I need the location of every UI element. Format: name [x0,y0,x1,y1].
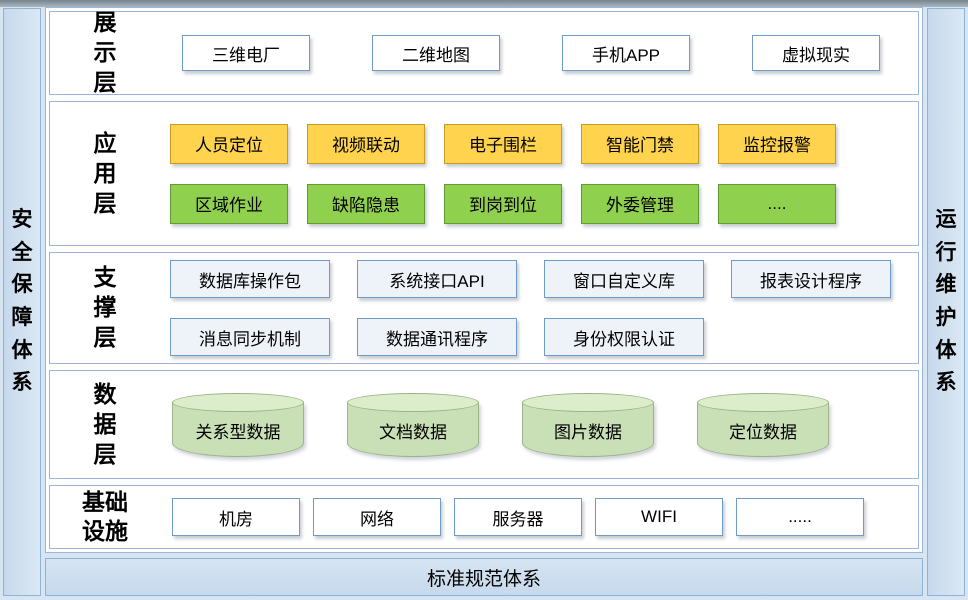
database-cylinder: 定位数据 [697,392,829,457]
presentation-item: 虚拟现实 [752,35,880,71]
infrastructure-item: 机房 [172,498,300,537]
cylinder-top [347,392,479,412]
database-cylinder: 文档数据 [347,392,479,457]
support-item: 数据通讯程序 [357,318,517,357]
infrastructure-item: 服务器 [454,498,582,537]
database-cylinder-label: 定位数据 [729,423,797,443]
data-layer-label-area: 数据层 [50,371,160,478]
infrastructure-layer-label: 基础设施 [82,489,128,545]
cylinder-top [522,392,654,412]
presentation-item: 手机APP [562,35,690,71]
application-item: 智能门禁 [581,123,699,164]
cylinder-top [172,392,304,412]
right-pillar-label: 运行维护体系 [935,208,957,395]
infrastructure-item: ..... [736,498,864,537]
infrastructure-row: 机房 网络 服务器 WIFI ..... [160,498,894,537]
data-layer-content: 关系型数据 文档数据 图片数据 定位数据 [160,371,918,478]
support-item: 数据库操作包 [170,260,330,299]
infrastructure-item: WIFI [595,498,723,537]
database-cylinder-label: 图片数据 [554,423,622,443]
application-layer-content: 人员定位 视频联动 电子围栏 智能门禁 监控报警 区域作业 缺陷隐患 到岗到位 … [160,102,918,245]
support-layer-label-area: 支撑层 [50,253,160,362]
application-row-yellow: 人员定位 视频联动 电子围栏 智能门禁 监控报警 [160,123,894,164]
application-row-green: 区域作业 缺陷隐患 到岗到位 外委管理 .... [160,183,894,224]
bottom-bar-standards: 标准规范体系 [45,558,923,596]
support-row-2: 消息同步机制 数据通讯程序 身份权限认证 [160,318,894,357]
application-layer-panel: 应用层 人员定位 视频联动 电子围栏 智能门禁 监控报警 区域作业 缺陷隐患 到… [49,101,919,247]
database-cylinder-label: 文档数据 [379,423,447,443]
presentation-item: 二维地图 [372,35,500,71]
support-layer-panel: 支撑层 数据库操作包 系统接口API 窗口自定义库 报表设计程序 消息同步机制 … [49,252,919,364]
application-item: 电子围栏 [444,123,562,164]
application-item: 缺陷隐患 [307,183,425,224]
application-item: 视频联动 [307,123,425,164]
data-layer-panel: 数据层 关系型数据 文档数据 [49,369,919,480]
application-item: 到岗到位 [444,183,562,224]
infrastructure-layer-label-area: 基础设施 [50,486,160,548]
presentation-layer-content: 三维电厂 二维地图 手机APP 虚拟现实 [160,12,918,94]
application-layer-label: 应用层 [93,129,117,216]
presentation-layer-label: 展示层 [93,9,117,95]
database-cylinder-label: 关系型数据 [195,423,281,443]
presentation-row: 三维电厂 二维地图 手机APP 虚拟现实 [160,35,894,71]
application-item: 外委管理 [581,183,699,224]
cylinder-body [697,401,829,457]
top-window-strip [0,0,968,7]
cylinder-top [697,392,829,412]
application-layer-label-area: 应用层 [50,102,160,245]
left-pillar-label: 安全保障体系 [11,208,33,395]
support-layer-label: 支撑层 [93,264,117,351]
application-item: 监控报警 [718,123,836,164]
infrastructure-item: 网络 [313,498,441,537]
database-cylinder: 图片数据 [522,392,654,457]
layers-container: 展示层 三维电厂 二维地图 手机APP 虚拟现实 应用层 人员定位 视频联动 [45,7,923,553]
support-item: 报表设计程序 [731,260,891,299]
bottom-bar-label: 标准规范体系 [426,568,541,590]
application-item: .... [718,183,836,224]
left-pillar-security: 安全保障体系 [3,8,41,596]
infrastructure-layer-panel: 基础设施 机房 网络 服务器 WIFI ..... [49,485,919,549]
right-pillar-operations: 运行维护体系 [927,8,965,596]
presentation-layer-label-area: 展示层 [50,9,160,95]
support-item: 窗口自定义库 [544,260,704,299]
infrastructure-layer-content: 机房 网络 服务器 WIFI ..... [160,486,918,548]
support-row-1: 数据库操作包 系统接口API 窗口自定义库 报表设计程序 [160,260,894,299]
data-row: 关系型数据 文档数据 图片数据 定位数据 [160,392,894,457]
application-item: 区域作业 [170,183,288,224]
support-layer-content: 数据库操作包 系统接口API 窗口自定义库 报表设计程序 消息同步机制 数据通讯… [160,253,918,362]
data-layer-label: 数据层 [93,380,117,467]
database-cylinder: 关系型数据 [172,392,304,457]
support-item: 消息同步机制 [170,318,330,357]
support-item: 系统接口API [357,260,517,299]
presentation-layer-panel: 展示层 三维电厂 二维地图 手机APP 虚拟现实 [49,9,919,95]
support-item: 身份权限认证 [544,318,704,357]
presentation-item: 三维电厂 [182,35,310,71]
application-item: 人员定位 [170,123,288,164]
